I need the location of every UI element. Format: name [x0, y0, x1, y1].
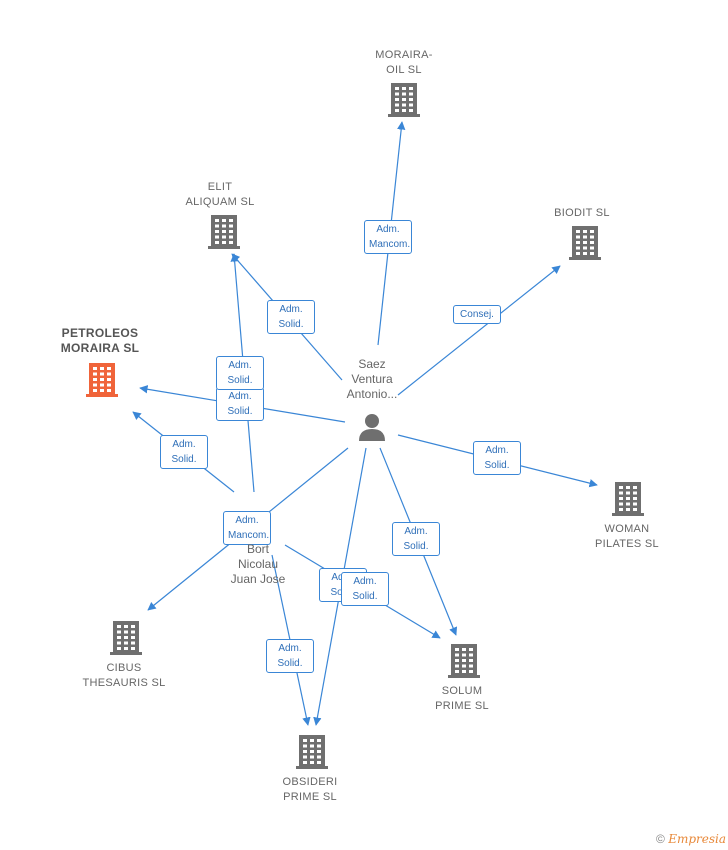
relation-label-bort-elit[interactable]: Adm. Solid. [216, 356, 264, 390]
building-icon-cibus[interactable] [110, 621, 142, 655]
relation-label-saez-elit[interactable]: Adm. Solid. [267, 300, 315, 334]
person-label-saez[interactable]: Saez Ventura Antonio... [346, 357, 398, 401]
company-label-obsideri[interactable]: OBSIDERI PRIME SL [282, 776, 338, 803]
relation-label-saez-cibus[interactable]: Adm. Mancom. [223, 511, 271, 545]
company-label-solum[interactable]: SOLUM PRIME SL [435, 685, 489, 712]
relation-edge-saez-biodit [397, 265, 561, 396]
building-icon-woman[interactable] [612, 482, 644, 516]
relation-label-saez-solum[interactable]: Adm. Solid. [392, 522, 440, 556]
relation-label-saez-petroleos[interactable]: Adm. Solid. [216, 387, 264, 421]
relation-label-saez-moraira-oil[interactable]: Adm. Mancom. [364, 220, 412, 254]
company-label-petroleos[interactable]: PETROLEOS MORAIRA SL [60, 326, 140, 355]
company-label-elit[interactable]: ELIT ALIQUAM SL [185, 181, 255, 208]
company-label-moraira-oil[interactable]: MORAIRA- OIL SL [375, 49, 433, 76]
relation-label-saez-biodit[interactable]: Consej. [453, 305, 501, 324]
relation-label-bort-obsideri[interactable]: Adm. Solid. [266, 639, 314, 673]
brand-logo[interactable]: Empresia [668, 832, 726, 846]
building-icon-petroleos[interactable] [86, 363, 118, 397]
relation-label-saez-woman[interactable]: Adm. Solid. [473, 441, 521, 475]
footer: © Empresia [656, 832, 726, 846]
building-icon-biodit[interactable] [569, 226, 601, 260]
relation-label-bort-solum[interactable]: Adm. Solid. [341, 572, 389, 606]
company-label-biodit[interactable]: BIODIT SL [554, 207, 610, 219]
copyright-symbol: © [656, 832, 665, 846]
building-icon-moraira-oil[interactable] [388, 83, 420, 117]
person-icon-saez[interactable] [359, 414, 385, 441]
person-label-bort[interactable]: Bort Nicolau Juan Jose [230, 542, 286, 586]
building-icon-obsideri[interactable] [296, 735, 328, 769]
relation-label-bort-petroleos[interactable]: Adm. Solid. [160, 435, 208, 469]
building-icon-elit[interactable] [208, 215, 240, 249]
building-icon-solum[interactable] [448, 644, 480, 678]
company-label-woman[interactable]: WOMAN PILATES SL [595, 523, 659, 550]
company-label-cibus[interactable]: CIBUS THESAURIS SL [82, 662, 166, 689]
